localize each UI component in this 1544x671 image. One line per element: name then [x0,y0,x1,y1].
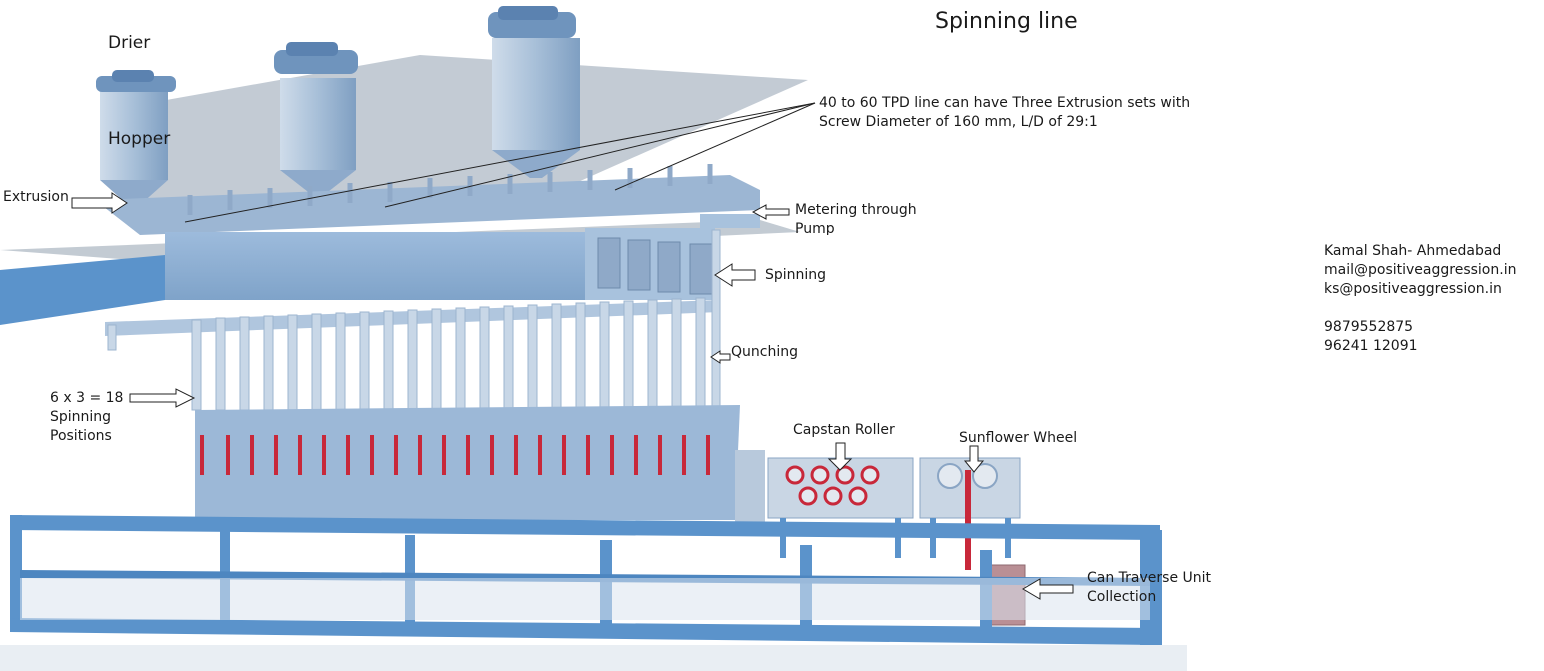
label-can-traverse-2: Collection [1087,589,1157,605]
contact-phone-2: 96241 12091 [1324,338,1418,354]
page-title: Spinning line [935,9,1078,34]
label-sunflower-wheel: Sunflower Wheel [959,430,1078,446]
arrow-qunching [710,350,731,364]
arrow-can [1022,578,1074,600]
extruder-deck [95,175,760,235]
label-metering-1: Metering through [795,202,917,218]
label-positions-1: 6 x 3 = 18 [50,390,124,406]
arrow-spinning [714,263,756,287]
contact-phone-1: 9879552875 [1324,319,1414,335]
quench-tubes [107,229,721,411]
spinning-beam [165,232,585,300]
arrow-capstan [827,442,853,471]
spinning-heads [597,237,713,295]
floor-shadow [0,645,1187,671]
arrow-metering [751,204,790,220]
arrow-extrusion [71,192,128,214]
contact-email-1: mail@positiveaggression.in [1324,262,1517,278]
label-positions-2: Spinning [50,409,112,425]
label-extrusion-note-2: Screw Diameter of 160 mm, L/D of 29:1 [819,114,1098,130]
contact-email-2: ks@positiveaggression.in [1324,281,1502,297]
label-drier: Drier [108,33,151,53]
label-qunching: Qunching [731,344,798,360]
label-extrusion: Extrusion [3,189,69,205]
label-can-traverse-1: Can Traverse Unit [1087,570,1212,586]
silo-middle [274,42,358,195]
label-positions-3: Positions [50,428,112,444]
silo-right [488,6,580,178]
capstan-unit [767,457,914,558]
label-capstan-roller: Capstan Roller [793,422,895,438]
base-frame [10,515,1162,645]
contact-name: Kamal Shah- Ahmedabad [1324,243,1502,259]
sunflower-unit [919,457,1021,570]
label-hopper: Hopper [108,129,171,149]
leader-lines [184,102,816,223]
label-extrusion-note-1: 40 to 60 TPD line can have Three Extrusi… [819,95,1191,111]
arrow-sunflower [963,445,985,473]
manifold-pipes [187,164,713,215]
arrow-positions [129,388,196,408]
threads [200,435,710,475]
main-beam [0,255,165,325]
contact-block: Kamal Shah- Ahmedabad mail@positiveaggre… [1324,242,1516,356]
label-metering-2: Pump [795,221,835,235]
callout-arrows [71,192,1074,600]
silo-left [96,70,176,205]
label-spinning: Spinning [765,267,827,283]
contact-spacer [1324,299,1516,318]
